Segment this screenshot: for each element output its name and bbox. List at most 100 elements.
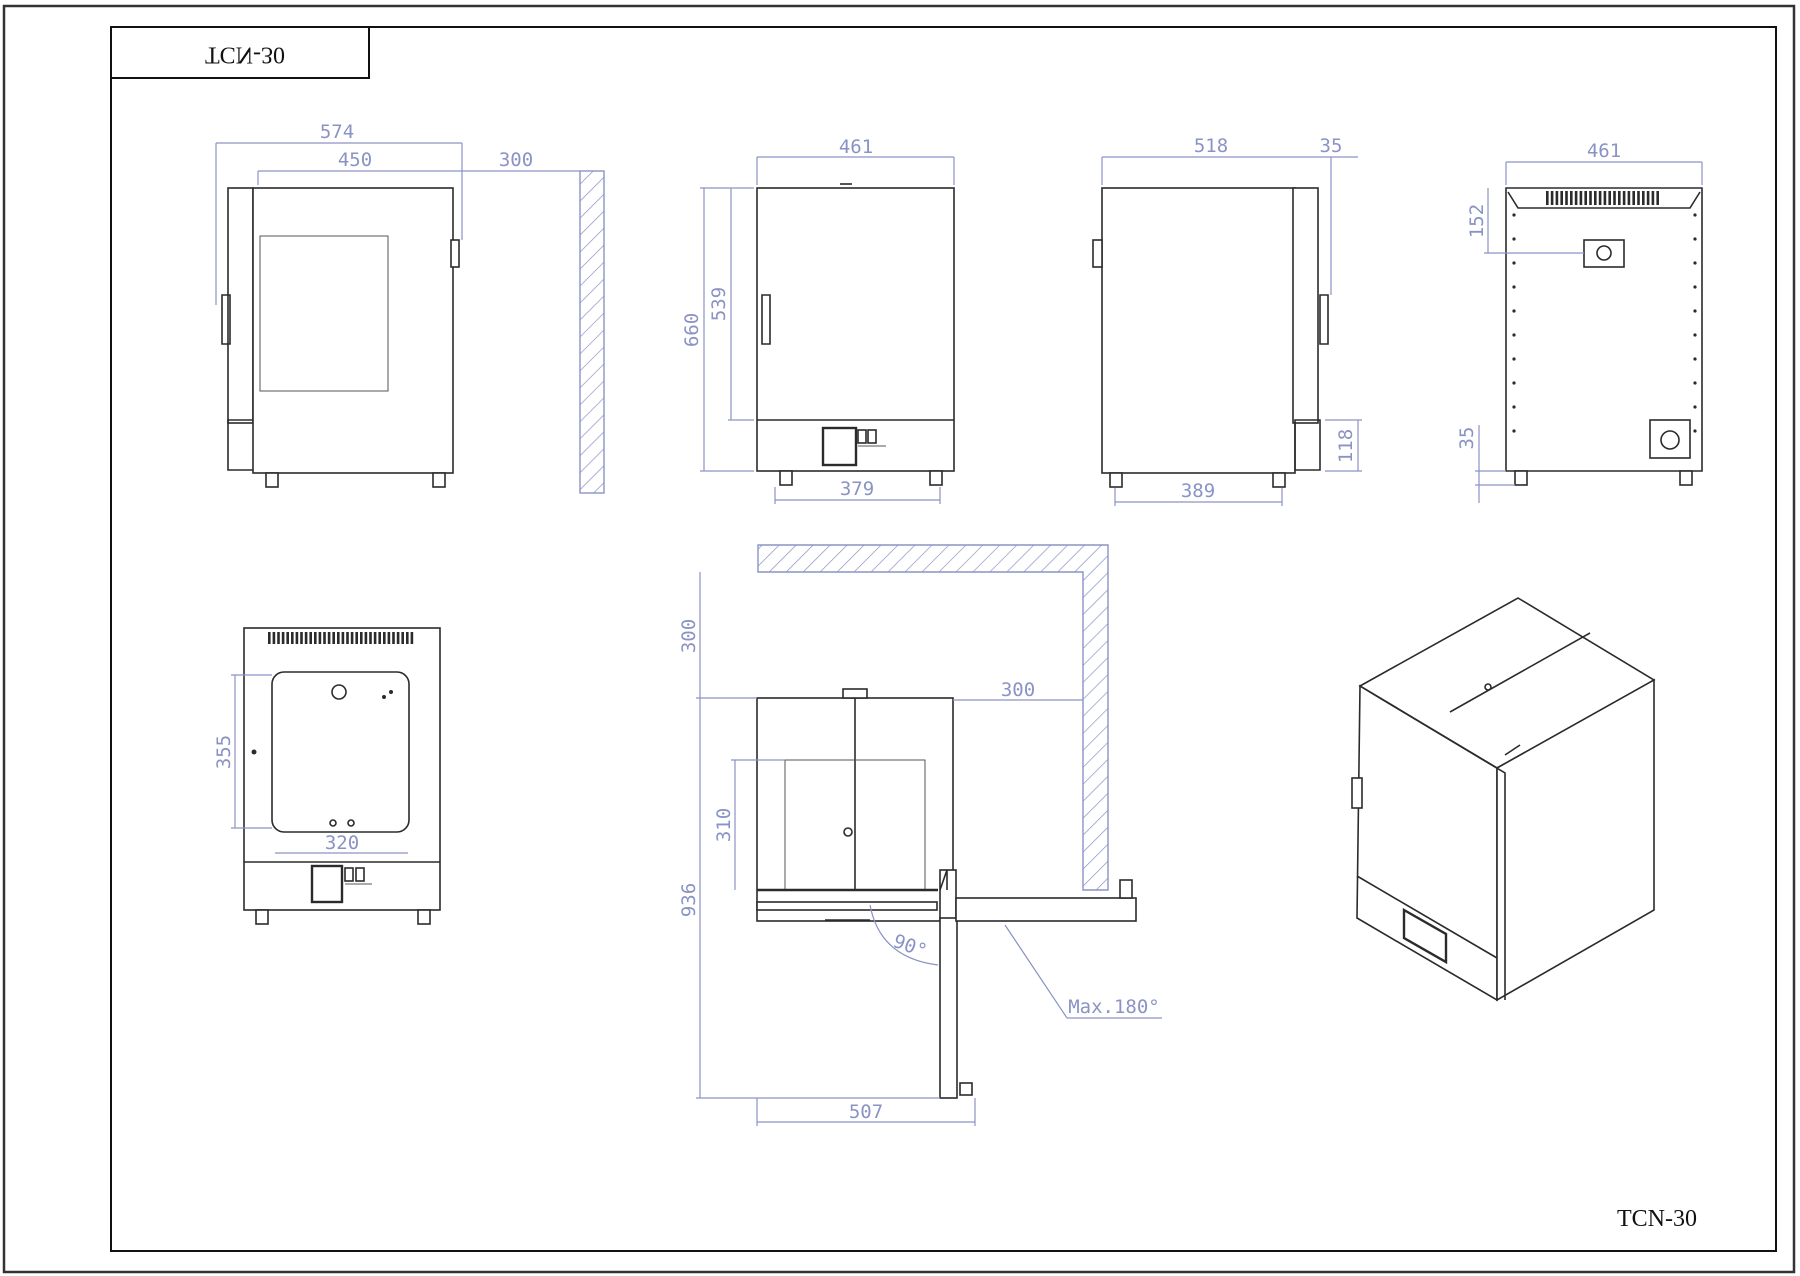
angle-90: 90° — [890, 930, 930, 962]
vent-slot — [1646, 191, 1650, 205]
dim-35-handle: 35 — [1320, 135, 1343, 157]
vent-slot — [327, 632, 331, 644]
outer-border — [2, 4, 1796, 1274]
dim-118: 118 — [1335, 429, 1357, 463]
vent-slot — [1608, 191, 1611, 205]
screw-dot — [1512, 333, 1516, 337]
interior-top-vents — [268, 632, 414, 644]
dim-320: 320 — [325, 832, 359, 854]
vent-slot — [1627, 191, 1631, 205]
vent-slot — [1584, 191, 1587, 205]
vent-slot — [378, 632, 381, 644]
vent-slot — [350, 632, 354, 644]
screw-dot — [1693, 429, 1697, 433]
vent-slot — [369, 632, 372, 644]
screw-dot — [1512, 357, 1516, 361]
dim-660: 660 — [681, 313, 703, 347]
vent-slot — [355, 632, 358, 644]
vent-slot — [281, 632, 285, 644]
rear-screws — [1512, 213, 1697, 433]
screw-dot — [1693, 333, 1697, 337]
vent-slot — [1550, 191, 1554, 205]
screw-dot — [1512, 309, 1516, 313]
dim-507: 507 — [849, 1101, 883, 1123]
dim-461-rear: 461 — [1587, 140, 1621, 162]
model-label: TCN-30 — [1617, 1206, 1697, 1232]
vent-slot — [1613, 191, 1616, 205]
screw-dot — [1693, 381, 1697, 385]
dim-300-left: 300 — [499, 149, 533, 171]
top-plan-view: 300 936 300 310 507 90° Max.180° — [678, 544, 1162, 1126]
vent-slot — [396, 632, 400, 644]
vent-slot — [1603, 191, 1607, 205]
vent-slot — [337, 632, 340, 644]
vent-slot — [1570, 191, 1573, 205]
vent-slot — [1546, 191, 1549, 205]
screw-dot — [1512, 405, 1516, 409]
vent-slot — [364, 632, 368, 644]
angle-max180: Max.180° — [1068, 996, 1160, 1018]
dim-461-front: 461 — [839, 136, 873, 158]
screw-dot — [1693, 405, 1697, 409]
dim-310: 310 — [713, 808, 735, 842]
title-block-label: TCN-30 — [205, 41, 285, 67]
vent-slot — [268, 632, 271, 644]
vent-slot — [1589, 191, 1592, 205]
dim-936: 936 — [678, 883, 700, 917]
vent-slot — [332, 632, 335, 644]
dim-539: 539 — [708, 287, 730, 321]
vent-slot — [300, 632, 303, 644]
vent-slot — [360, 632, 363, 644]
vent-slot — [1598, 191, 1602, 205]
vent-slot — [1574, 191, 1578, 205]
right-side-view: 518 35 118 389 — [1092, 135, 1362, 506]
vent-slot — [277, 632, 280, 644]
vent-slot — [346, 632, 349, 644]
vent-slot — [410, 632, 414, 644]
vent-slot — [323, 632, 326, 644]
dim-574: 574 — [320, 121, 354, 143]
dim-389: 389 — [1181, 480, 1215, 502]
vent-slot — [1579, 191, 1583, 205]
dim-35-rear: 35 — [1456, 427, 1478, 450]
left-side-view: 574 450 300 — [215, 121, 605, 494]
vent-slot — [373, 632, 377, 644]
vent-slot — [1651, 191, 1655, 205]
screw-dot — [1693, 261, 1697, 265]
vent-slot — [272, 632, 276, 644]
dim-300-rear: 300 — [678, 619, 700, 653]
screw-dot — [1693, 237, 1697, 241]
vent-slot — [401, 632, 404, 644]
vent-slot — [392, 632, 395, 644]
isometric-view — [1351, 597, 1656, 1002]
vent-slot — [1618, 191, 1621, 205]
vent-slot — [1555, 191, 1559, 205]
dim-355: 355 — [213, 735, 235, 769]
vent-slot — [387, 632, 391, 644]
vent-slot — [295, 632, 299, 644]
screw-dot — [1512, 381, 1516, 385]
rear-vents — [1546, 191, 1659, 205]
vent-slot — [314, 632, 317, 644]
vent-slot — [406, 632, 409, 644]
vent-slot — [1565, 191, 1568, 205]
vent-slot — [286, 632, 289, 644]
vent-slot — [341, 632, 345, 644]
screw-dot — [1693, 213, 1697, 217]
vent-slot — [1560, 191, 1563, 205]
screw-dot — [1512, 237, 1516, 241]
screw-dot — [1512, 213, 1516, 217]
dim-300-side: 300 — [1001, 679, 1035, 701]
front-view: 461 660 539 379 — [681, 136, 955, 504]
title-block: TCN-30 — [110, 26, 370, 79]
screw-dot — [1512, 285, 1516, 289]
vent-slot — [1594, 191, 1597, 205]
vent-slot — [1656, 191, 1659, 205]
interior-view: 355 320 — [213, 627, 441, 925]
dim-518: 518 — [1194, 135, 1228, 157]
vent-slot — [304, 632, 308, 644]
screw-dot — [1693, 309, 1697, 313]
vent-slot — [1637, 191, 1640, 205]
dim-152: 152 — [1466, 204, 1488, 238]
